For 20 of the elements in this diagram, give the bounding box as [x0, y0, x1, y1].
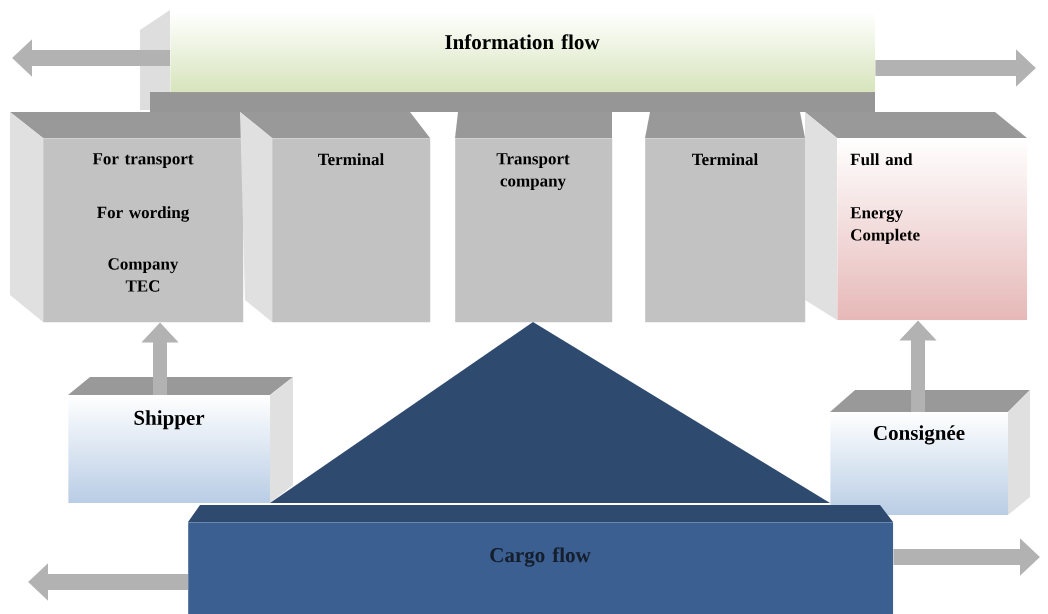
process-box	[455, 112, 613, 323]
label: Transport company	[496, 153, 570, 191]
label: Cargo flow	[490, 547, 591, 567]
process-box	[240, 112, 431, 323]
party-box	[830, 390, 1030, 515]
label: Information flow	[445, 34, 600, 50]
label: Full and	[850, 153, 913, 166]
label: Company TEC	[108, 258, 179, 292]
process-box	[645, 112, 806, 323]
process-box	[10, 112, 244, 323]
label: Consignée	[873, 425, 965, 445]
process-box	[805, 112, 1027, 320]
label: Energy Complete	[850, 207, 920, 245]
label: Shipper	[134, 410, 205, 430]
label: Terminal	[692, 153, 758, 166]
information-band	[140, 10, 875, 112]
label: Terminal	[318, 153, 384, 166]
party-box	[68, 377, 293, 503]
label: For transport	[92, 153, 194, 168]
label: For wording	[97, 206, 190, 222]
